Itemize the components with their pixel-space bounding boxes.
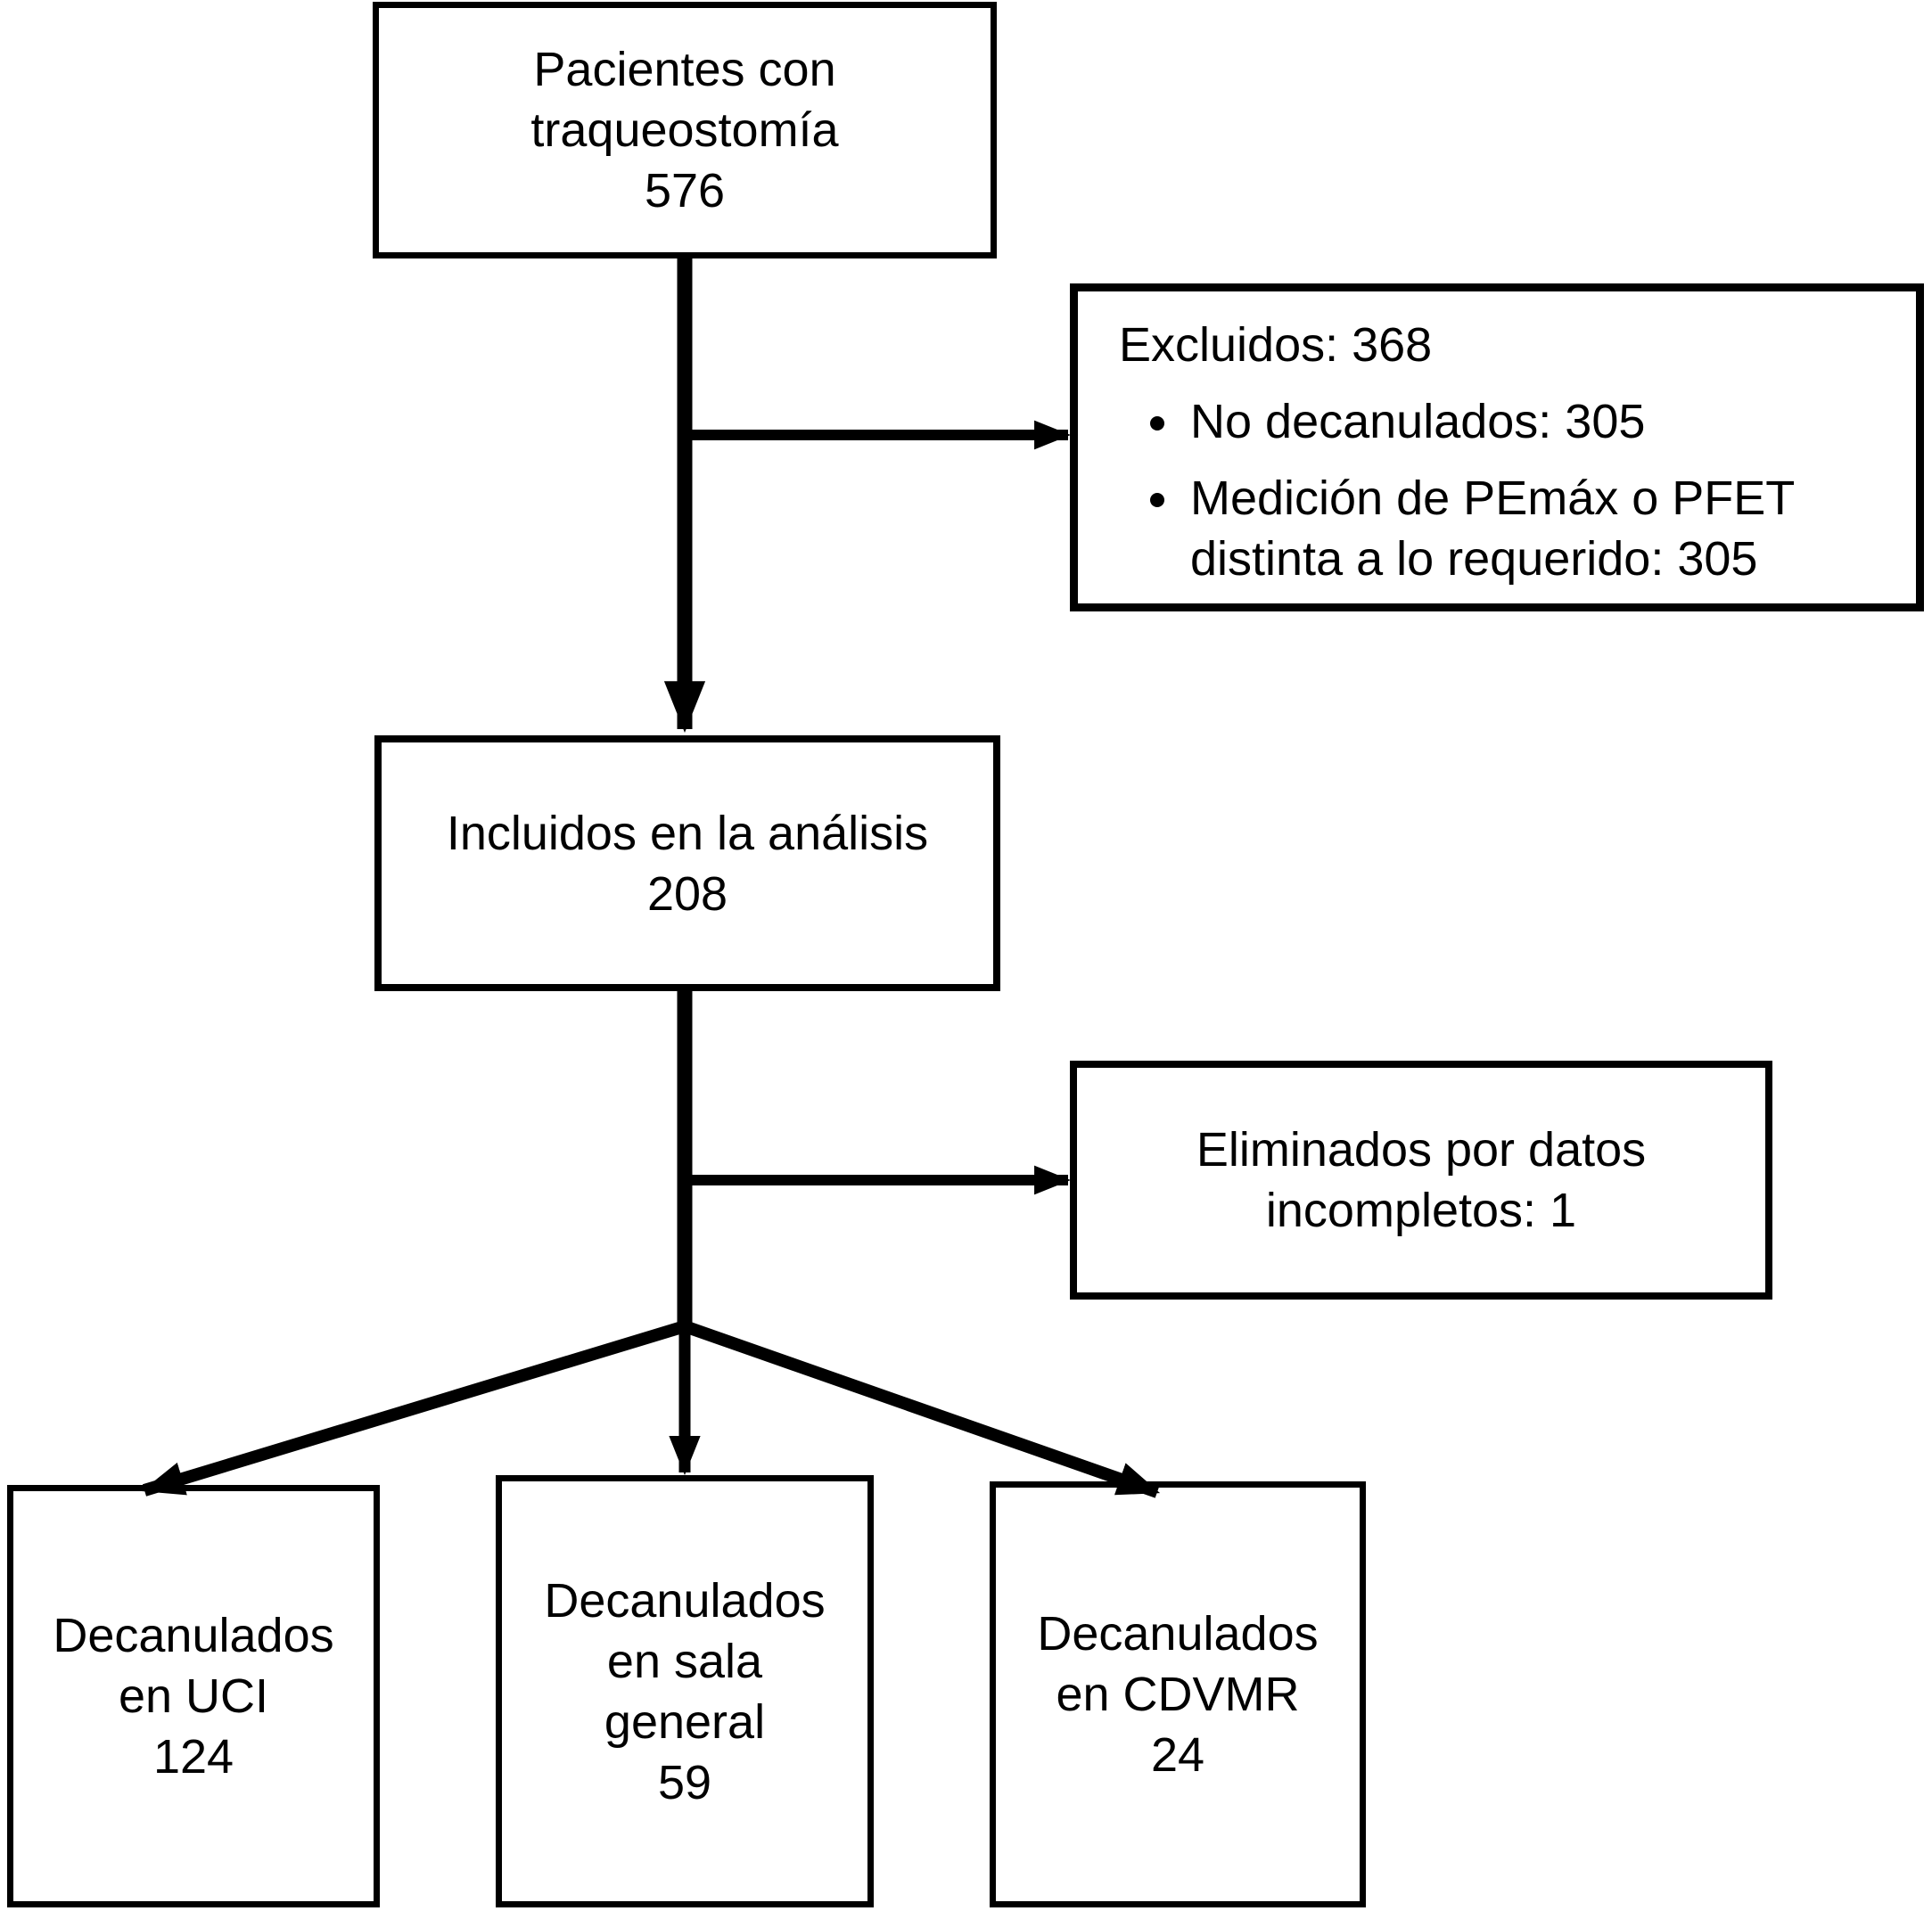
box-included: Incluidos en la análisis 208: [374, 735, 1000, 991]
cdvmr-line-1: Decanulados: [1037, 1607, 1319, 1661]
patients-line-1: Pacientes con: [533, 43, 836, 96]
box-decannulated-cdvmr: Decanulados en CDVMR 24: [990, 1481, 1366, 1907]
box-patients: Pacientes con traqueostomía 576: [373, 2, 997, 258]
icu-line-2: en UCI: [118, 1669, 269, 1723]
ward-count: 59: [657, 1755, 712, 1809]
arrow-branch-right-cdvmr: [682, 1320, 1161, 1498]
excluded-title: Excluidos: 368: [1119, 318, 1433, 372]
box-eliminated: Eliminados por datos incompletos: 1: [1070, 1061, 1772, 1300]
arrow-branch-left-icu: [141, 1320, 687, 1497]
ward-line-1: Decanulados: [544, 1573, 826, 1628]
box-excluded: Excluidos: 368 No decanulados: 305 Medic…: [1070, 283, 1924, 611]
icu-line-1: Decanulados: [53, 1609, 334, 1662]
box-decannulated-icu: Decanulados en UCI 124: [7, 1485, 380, 1907]
box-decannulated-ward: Decanulados en sala general 59: [496, 1475, 874, 1907]
included-count: 208: [646, 866, 728, 921]
excluded-bullet-1: No decanulados: 305: [1185, 391, 1795, 452]
patients-count: 576: [644, 164, 726, 217]
cdvmr-line-2: en CDVMR: [1056, 1668, 1300, 1721]
included-line-1: Incluidos en la análisis: [446, 806, 929, 860]
excluded-bullet-list: No decanulados: 305 Medición de PEmáx o …: [1119, 391, 1795, 605]
eliminated-line-1: Eliminados por datos: [1196, 1123, 1647, 1177]
patients-line-2: traqueostomía: [530, 103, 839, 157]
cdvmr-count: 24: [1150, 1728, 1205, 1782]
icu-count: 124: [152, 1730, 234, 1784]
excluded-bullet-2: Medición de PEmáx o PFET distinta a lo r…: [1185, 468, 1795, 589]
eliminated-line-2: incompletos: 1: [1265, 1184, 1577, 1237]
ward-line-3: general: [604, 1694, 766, 1749]
ward-line-2: en sala: [606, 1634, 763, 1688]
